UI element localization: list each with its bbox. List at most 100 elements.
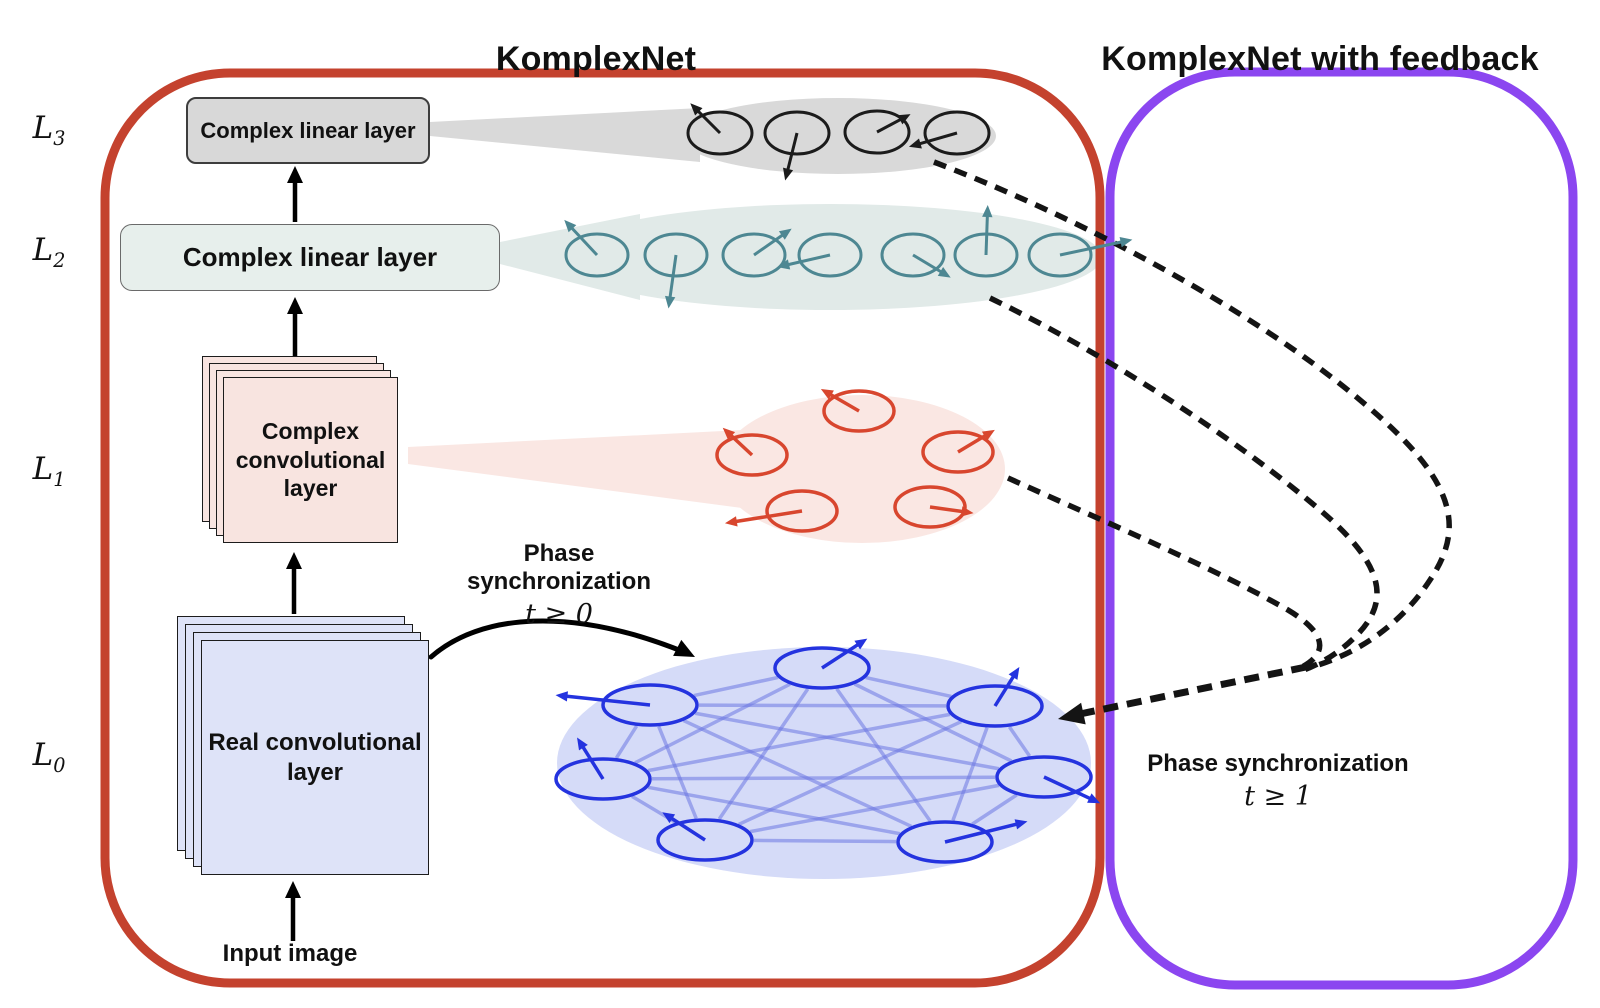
feedback-arrowhead [1058,702,1086,725]
phase-unit-arrow-l2-units [784,253,831,267]
phase-unit-arrow-l2-units-head [982,205,993,218]
feedback-curve-1 [933,159,1452,671]
phase-unit-arrow-l2-units [668,254,678,301]
phase-unit-arrow-l0-units [944,821,1021,844]
phase-unit-circle-l3-units [763,110,831,156]
phase-unit-circle-l3-units [686,110,754,156]
phase-sync-feedback-caption: Phase synchronization t ≥ 1 [1128,750,1428,812]
box-arrow-4-head [287,166,303,183]
phase-unit-arrow-l2-units-head [937,267,951,278]
phase-unit-arrow-l0-units-head [854,638,868,650]
real-convolutional-layer-box: Real convolutional layer [201,640,429,875]
box-arrow-3-head [287,297,303,314]
connection-line [657,725,698,820]
phase-unit-arrow-l0-units [821,641,862,670]
phase-unit-arrow-l1-units-head [722,427,736,440]
connection-line [749,783,1000,834]
box-label: Complex linear layer [182,242,438,272]
connection-line [951,727,989,821]
phase-unit-arrow-l1-units [732,509,803,524]
title-komplexnet: KomplexNet [495,40,697,78]
layer-label-sub: 3 [53,127,66,151]
phase-unit-circle-l1-units [893,485,967,529]
phase-unit-arrow-l1-units-head [724,516,738,527]
blob-l2 [558,204,1102,310]
layer-label-l1: L1 [14,451,84,491]
phase-unit-circle-l2-units [564,232,630,278]
phase-unit-arrow-l1-units-head [981,429,995,441]
connection-line [694,711,1000,771]
phase-unit-circle-l0-units [946,684,1044,728]
phase-unit-arrow-l2-units-head [665,295,676,309]
phase-unit-arrow-l1-units [826,391,860,413]
phase-unit-arrow-l2-units [568,224,599,257]
box-label: Complex convolutional layer [235,417,386,502]
curved-arrow-head [673,639,695,657]
connection-line [753,838,897,844]
phase-unit-arrow-l0-units [667,815,706,842]
phase-unit-arrow-l0-units [563,694,651,707]
complex-convolutional-layer-box: Complex convolutional layer [223,377,398,543]
connection-line [614,725,639,759]
connection-line [865,675,952,699]
box-label: Real convolutional layer [208,728,422,786]
phase-unit-circle-l0-units [995,755,1093,799]
phase-unit-arrow-l2-units [753,231,787,257]
phase-unit-arrow-l3-units [694,107,722,135]
phase-unit-arrow-l0-units [579,743,605,780]
phase-unit-arrow-l0-units-head [1014,819,1028,830]
complex-linear-layer-box-l2: Complex linear layer [120,224,500,291]
connection-line [651,775,996,781]
input-image-label: Input image [222,940,358,967]
phase-unit-arrow-l3-units-head [908,138,922,149]
blob-l3 [680,98,996,174]
layer-label-sub: 0 [53,754,66,778]
phase-unit-circle-l0-units [601,683,699,727]
layer-label-sub: 2 [53,249,66,273]
connection-line [647,785,901,836]
connection-line [737,719,963,827]
phase-unit-arrow-l1-units-head [820,389,834,400]
curved-arrow [428,618,687,660]
connection-line [693,675,779,698]
phase-unit-arrow-l2-units [1059,239,1126,257]
phase-unit-circle-l1-units [822,389,896,433]
phase-unit-arrow-l0-units [1043,775,1094,802]
connection-line [971,793,1018,826]
box-arrow-1-head [285,881,301,898]
connection-line [853,682,1013,763]
phase-unit-circle-l0-units [554,757,652,801]
phase-unit-circle-l0-units [656,818,754,862]
feedback-merge-segment [1079,663,1307,718]
phase-unit-arrow-l3-units [785,132,799,174]
phase-unit-arrow-l3-units [876,116,905,134]
phase-sync-formula: t ≥ 1 [1244,781,1312,812]
phase-unit-arrow-l0-units-head [1087,793,1101,804]
connection-line [1007,725,1032,758]
title-komplexnet-feedback: KomplexNet with feedback [1101,40,1539,78]
phase-unit-circle-l2-units [643,232,709,278]
phase-unit-circle-l0-units [896,820,994,864]
complex-linear-layer-box-l3: Complex linear layer [186,97,430,164]
phase-unit-arrow-l0-units-head [1008,666,1020,680]
layer-label-base: L [32,232,54,268]
phase-unit-circle-l0-units [773,646,871,690]
phase-unit-arrow-l2-units-head [564,219,577,233]
feedback-curve-2 [988,295,1380,673]
phase-unit-arrow-l2-units-head [1119,237,1133,248]
layer-label-sub: 1 [53,468,66,492]
phase-unit-arrow-l1-units [727,431,754,457]
connection-line [698,703,947,708]
phase-unit-arrow-l1-units [929,505,967,514]
blob-tail-l1 [408,430,742,508]
phase-sync-feedforward-caption: Phase synchronization t ≥ 0 [429,540,689,630]
layer-label-base: L [32,110,54,146]
phase-unit-circle-l2-units [721,232,787,278]
phase-unit-circle-l3-units [923,110,991,156]
phase-sync-text: Phase synchronization [1147,750,1409,777]
phase-unit-arrow-l2-units [912,253,945,275]
phase-unit-arrow-l2-units-head [778,228,792,240]
layer-label-base: L [32,737,54,773]
layer-label-l0: L0 [14,737,84,777]
